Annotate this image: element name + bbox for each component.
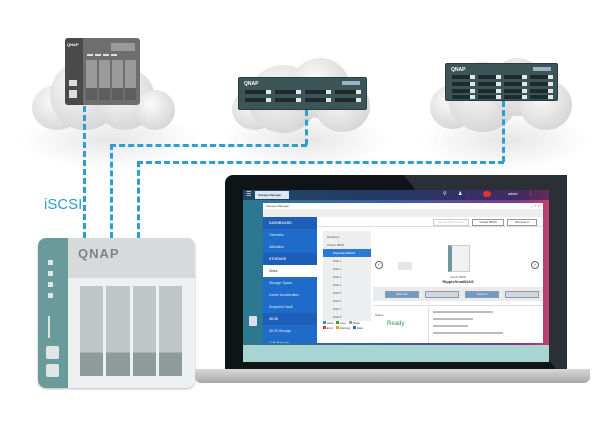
status-label: Status <box>375 313 384 317</box>
notification-icon[interactable] <box>483 191 491 197</box>
sidebar-section[interactable]: STORAGE <box>263 253 317 265</box>
nas-brand-logo: QNAP <box>78 246 120 261</box>
rack-server-middle: QNAP <box>238 77 367 110</box>
tree-node[interactable]: Virtual JBOD <box>327 243 345 247</box>
prev-arrow[interactable]: ‹ <box>375 261 383 269</box>
drive-bay <box>158 286 182 376</box>
rack-server-right: QNAP <box>445 63 558 101</box>
sidebar-item[interactable]: Storage Space <box>269 281 293 285</box>
clock: :42 <box>526 316 540 327</box>
tree-node[interactable]: Disk 7 <box>333 307 342 311</box>
legend-item: Used <box>323 321 333 325</box>
tree-node[interactable]: Disk 4 <box>333 283 342 287</box>
link-line <box>305 110 308 145</box>
sidebar-item[interactable]: Disks <box>263 265 317 277</box>
tree-node[interactable]: Disk 3 <box>333 275 342 279</box>
nas-thumbnail <box>448 245 470 272</box>
tree-node[interactable]: Disk 2 <box>333 267 342 271</box>
device-name: RippleSmallNAS <box>442 279 474 284</box>
drive-bay <box>106 286 130 376</box>
tree-node[interactable]: Disk 8 <box>333 315 342 319</box>
legend: Used Free Spare Error Warning Data <box>323 321 373 330</box>
tree-node[interactable]: NASHost <box>327 235 340 239</box>
iscsi-label: iSCSI <box>44 196 83 213</box>
sidebar-section[interactable]: iSCSI <box>263 313 317 325</box>
sidebar-item[interactable]: Cache Acceleration <box>269 293 300 297</box>
legend-item: Free <box>336 321 346 325</box>
user-menu[interactable]: admin <box>508 192 518 196</box>
taskbar-tab[interactable]: Storage Manager <box>255 191 289 199</box>
laptop-base <box>195 369 590 383</box>
next-arrow[interactable]: › <box>531 261 539 269</box>
link-line <box>110 144 307 147</box>
sidebar-item[interactable]: Utilization <box>269 245 285 249</box>
laptop-screen: ☰ Storage Manager ⚲ ♟ admin ⋮ Storage Ma… <box>243 190 549 362</box>
dock <box>243 345 549 362</box>
sidebar-item[interactable]: LUN Backup <box>269 341 289 343</box>
action-button[interactable] <box>505 291 539 298</box>
drive-bay <box>80 286 104 376</box>
recover-button[interactable]: Recover ▾ <box>507 219 537 226</box>
brand-logo: QNAP <box>67 42 79 47</box>
tower-nas-cloud: QNAP <box>65 38 140 105</box>
legend-item: Warning <box>336 326 350 330</box>
user-icon[interactable]: ♟ <box>458 191 463 197</box>
window-controls[interactable]: – + × <box>530 203 540 208</box>
tree-node[interactable]: Disk 1 <box>333 259 342 263</box>
window-title: Storage Manager <box>266 204 290 208</box>
tree-node[interactable]: Disk 5 <box>333 291 342 295</box>
virtual-jbod-button[interactable]: Virtual JBOD <box>472 219 504 226</box>
device-subtitle: Virtual JBOD <box>449 275 467 279</box>
qnap-nas: QNAP <box>38 238 195 388</box>
action-button[interactable] <box>425 291 459 298</box>
legend-item: Data <box>353 326 363 330</box>
link-line <box>137 161 504 164</box>
search-icon[interactable]: ⚲ <box>443 191 447 197</box>
sidebar-item[interactable]: Overview <box>269 233 284 237</box>
legend-item: Error <box>323 326 333 330</box>
sidebar-item[interactable]: Snapshot Vault <box>269 305 293 309</box>
status-value: Ready <box>387 321 405 327</box>
menu-icon[interactable]: ☰ <box>246 192 252 198</box>
drive-bay <box>132 286 156 376</box>
recycle-bin-icon[interactable] <box>249 316 257 326</box>
taskbar: ☰ Storage Manager ⚲ ♟ admin ⋮ <box>243 190 549 200</box>
tree-node[interactable]: Disk 6 <box>333 299 342 303</box>
disk-info-lines <box>433 311 533 334</box>
link-line <box>502 101 505 162</box>
sidebar-item[interactable]: iSCSI Storage <box>269 329 292 333</box>
action-button[interactable]: Disk Info <box>385 291 419 298</box>
link-line <box>110 144 113 238</box>
action-button[interactable]: Action ▾ <box>465 291 499 298</box>
legend-item: Spare <box>348 321 360 325</box>
tree-node[interactable]: RippleSmallNAS <box>323 249 371 257</box>
link-line <box>137 161 140 238</box>
sidebar-section[interactable]: DASHBOARD <box>263 217 317 229</box>
set-ssd-cache-button[interactable]: Set as SSD Cache <box>433 219 469 226</box>
link-line <box>83 106 86 238</box>
more-icon[interactable]: ⋮ <box>528 191 533 197</box>
